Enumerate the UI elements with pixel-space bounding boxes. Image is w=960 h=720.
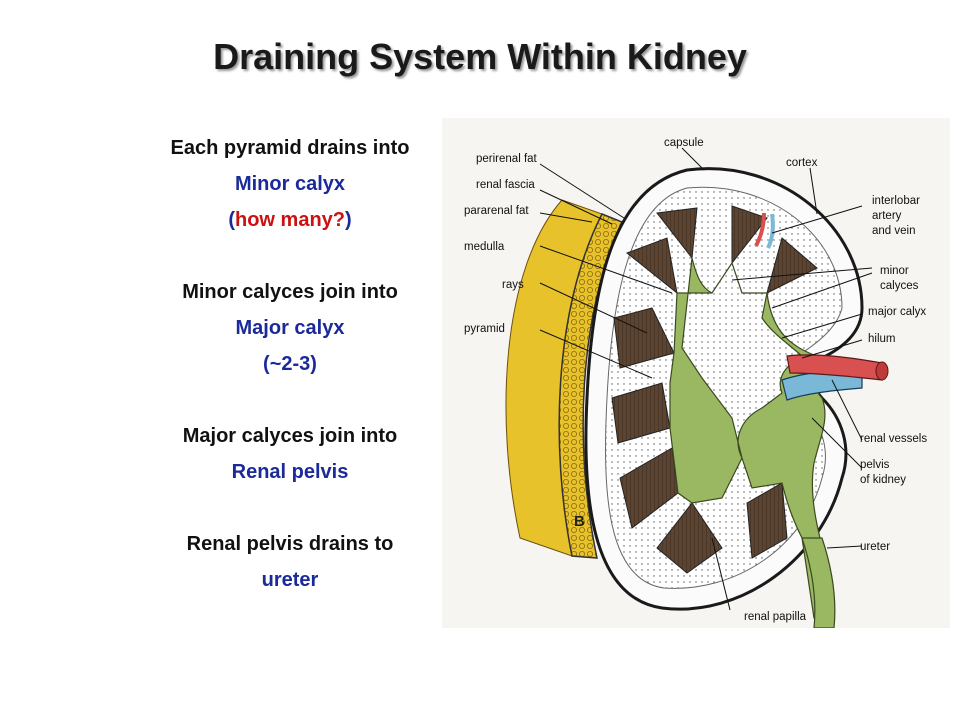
label-cortex: cortex: [786, 157, 818, 169]
label-rays: rays: [502, 279, 524, 291]
kidney-section-illustration: capsule perirenal fat cortex renal fasci…: [442, 118, 950, 628]
renal-pyramids: [611, 205, 818, 574]
pyramid-shape: [731, 205, 768, 265]
kidney-diagram: capsule perirenal fat cortex renal fasci…: [442, 118, 950, 628]
label-hilum: hilum: [868, 333, 895, 345]
label-capsule: capsule: [664, 137, 704, 149]
label-interlobar-vein: and vein: [872, 225, 915, 237]
slide-title: Draining System Within Kidney: [213, 36, 747, 77]
label-renal-vessels: renal vessels: [860, 433, 927, 445]
pyramid-shape: [746, 482, 788, 559]
line-ureter: ureter: [261, 569, 319, 591]
ureter-tube: [801, 537, 836, 628]
line-major-count: (~2-3): [263, 353, 317, 375]
label-interlobar-artery: artery: [872, 210, 902, 222]
interlobar-artery: [754, 212, 766, 247]
label-renal-papilla: renal papilla: [744, 611, 807, 623]
label-ureter: ureter: [860, 541, 890, 553]
label-of-kidney: of kidney: [860, 474, 906, 486]
label-perirenal-fat: perirenal fat: [476, 153, 538, 165]
label-major-calyx: major calyx: [868, 306, 926, 318]
line-how-many: (how many?): [70, 202, 510, 238]
line-pelvis-drains: Renal pelvis drains to: [186, 533, 394, 555]
label-minor: minor: [880, 265, 909, 277]
label-medulla: medulla: [464, 241, 505, 253]
artery-end: [875, 361, 889, 381]
pyramid-shape: [656, 207, 698, 260]
line-renal-pelvis: Renal pelvis: [231, 461, 349, 483]
pyramid-shape: [626, 237, 678, 295]
label-interlobar: interlobar: [872, 195, 920, 207]
how-many-question: how many?: [234, 209, 345, 231]
label-pararenal-fat: pararenal fat: [464, 205, 529, 217]
pyramid-shape: [656, 502, 723, 574]
label-pyramid: pyramid: [464, 323, 505, 335]
line-minor-join: Minor calyces join into: [182, 281, 398, 303]
line-major-calyx: Major calyx: [235, 317, 345, 339]
label-figure-letter: B: [574, 513, 585, 530]
line-major-join: Major calyces join into: [182, 425, 398, 447]
close-paren: ): [345, 209, 352, 231]
description-text: Each pyramid drains into Minor calyx (ho…: [70, 130, 510, 598]
label-calyces: calyces: [880, 280, 919, 292]
leader-lines: [539, 147, 873, 611]
pyramid-shape: [766, 237, 818, 294]
label-renal-fascia: renal fascia: [476, 179, 535, 191]
line-pyramid-drains: Each pyramid drains into: [170, 137, 410, 159]
line-minor-calyx: Minor calyx: [234, 173, 346, 195]
open-paren: (: [228, 209, 235, 231]
label-pelvis: pelvis: [860, 459, 890, 471]
